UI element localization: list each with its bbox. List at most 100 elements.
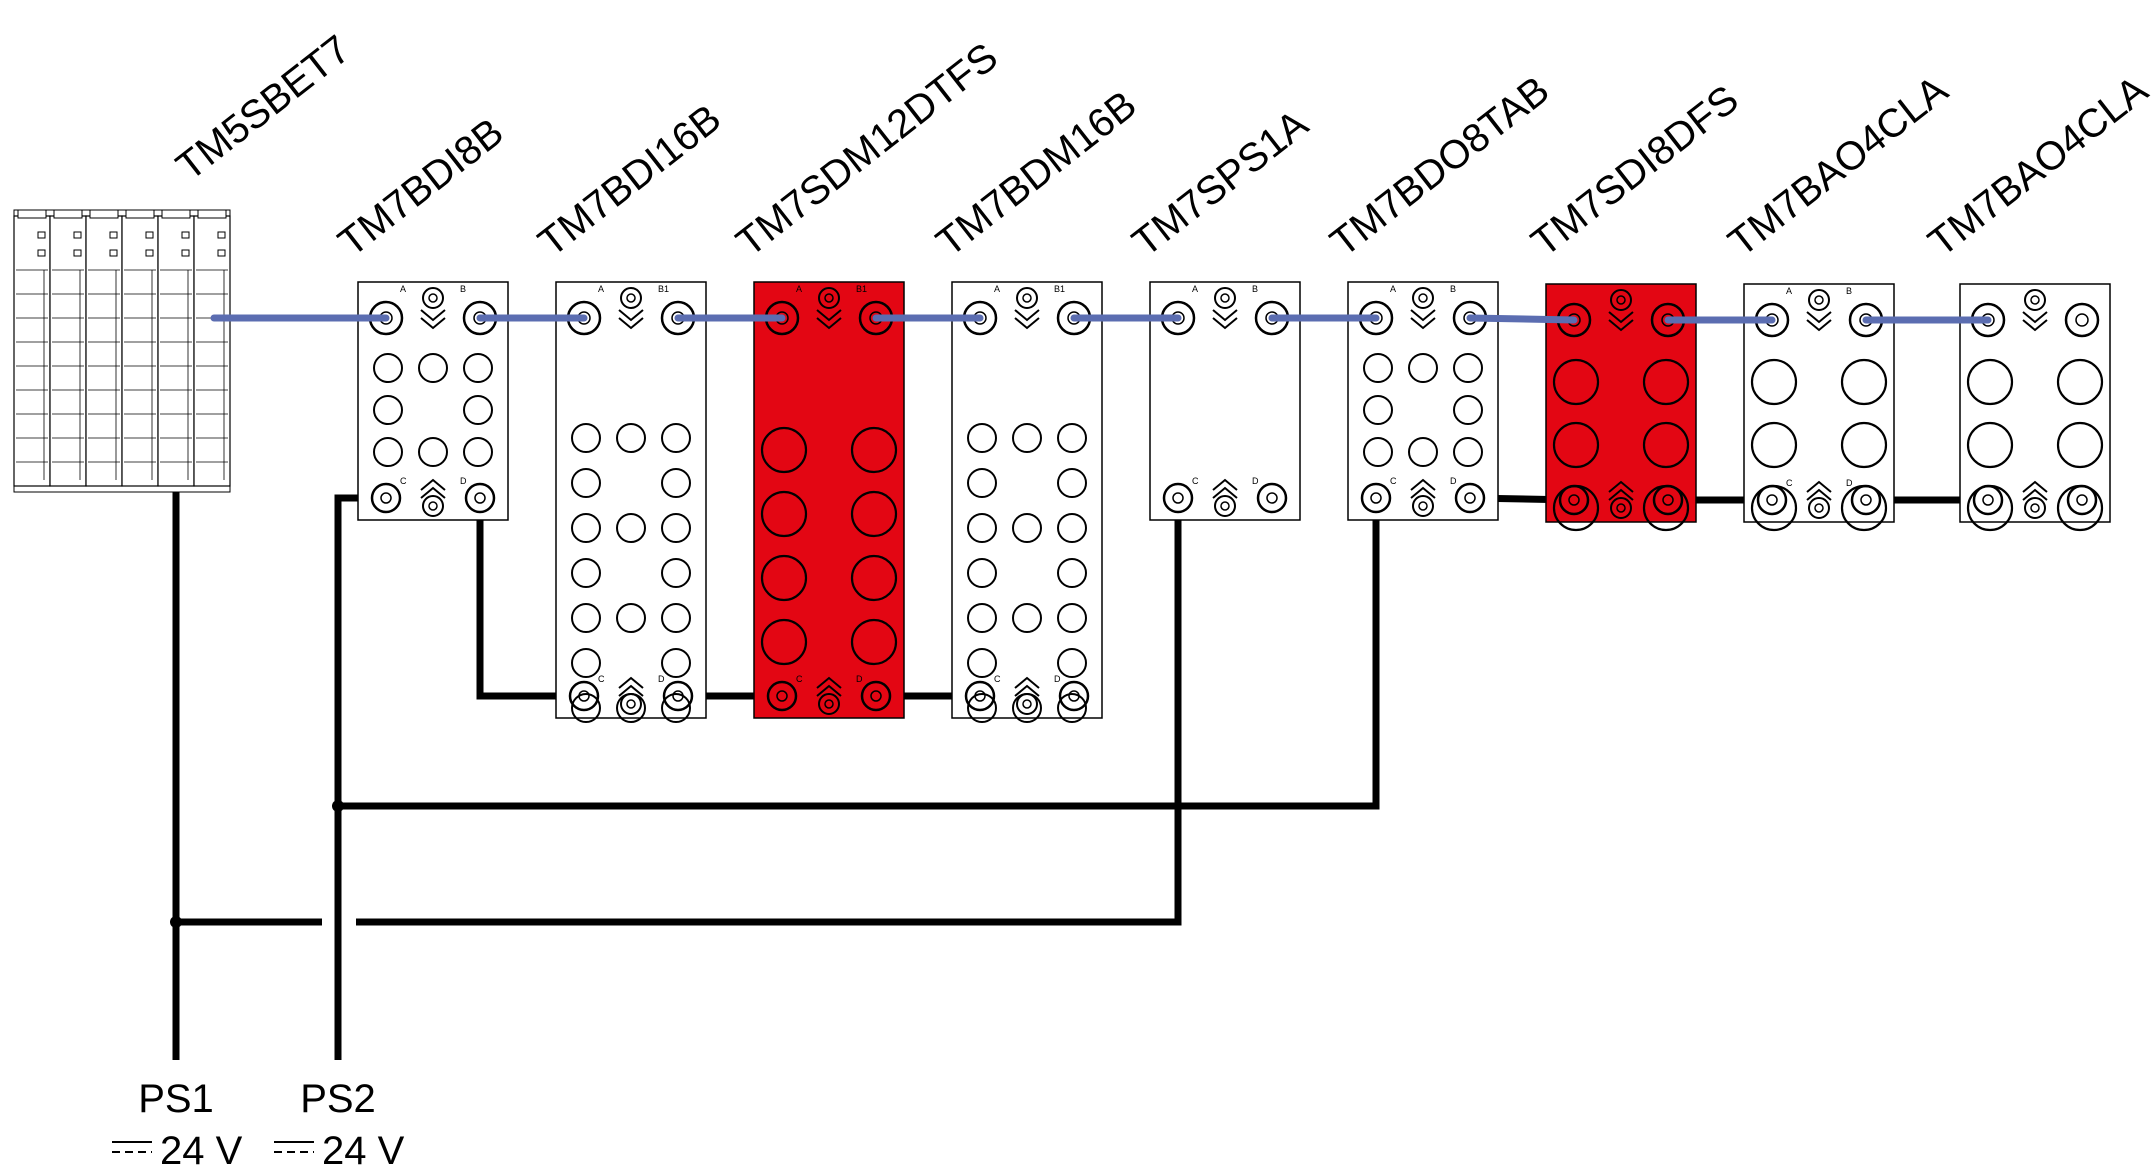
terminal-socket [2056,358,2104,406]
port-letter: D [856,674,863,684]
terminal-socket [463,437,493,467]
terminal-socket [2056,421,2104,469]
terminal-socket [1057,513,1087,543]
chevron-icon [816,309,842,330]
mounting-hole-icon [1808,289,1830,311]
terminal-socket [463,395,493,425]
port-letter: C [796,674,803,684]
terminal-socket [661,513,691,543]
mounting-hole-icon [818,287,840,309]
terminal-socket [967,423,997,453]
bus-slice-clip [217,231,226,239]
power-socket-d [464,482,496,514]
bus-slice-cap [197,209,227,219]
mounting-hole-icon [2030,295,2040,305]
bus-slice-clip [181,231,190,239]
terminal-socket [1642,421,1690,469]
terminal-socket [1750,421,1798,469]
terminal-socket [418,437,448,467]
power-socket-pin [1860,494,1872,506]
power-socket-d [860,680,892,712]
power-socket-pin [1370,492,1382,504]
power-socket-d [1454,482,1486,514]
terminal-socket [1012,513,1042,543]
mounting-hole-icon [1418,293,1428,303]
port-letter: C [1786,478,1793,488]
power-cable [356,498,1182,926]
terminal-socket [373,437,403,467]
port-letter: B [1252,284,1258,294]
terminal-socket [661,603,691,633]
bus-socket-pin [2075,313,2089,327]
terminal-socket [850,426,898,474]
mounting-hole-icon [626,699,636,709]
terminal-socket [571,648,601,678]
chevron-icon [2022,480,2048,501]
mounting-hole-icon [1220,293,1230,303]
bus-slice-clip [109,249,118,257]
chevron-icon [1014,676,1040,697]
terminal-socket [616,693,646,723]
power-cable [338,498,1380,810]
port-letter: D [1450,476,1457,486]
terminal-socket [850,618,898,666]
terminal-socket [1840,484,1888,532]
bus-slice-clip [73,249,82,257]
terminal-socket [1363,395,1393,425]
port-letter: D [1846,478,1853,488]
power-cable [334,494,386,1060]
module-body [951,281,1103,719]
port-letter: A [1786,286,1792,296]
mounting-hole-icon [1814,295,1824,305]
module-body [753,281,905,719]
mounting-hole-icon [1412,287,1434,309]
bus-socket-b [2064,302,2100,338]
terminal-socket [967,693,997,723]
terminal-socket [418,353,448,383]
module-10 [1959,283,2111,532]
terminal-socket [1057,648,1087,678]
terminal-socket [2056,484,2104,532]
port-letter: B1 [856,284,867,294]
power-socket-c [370,482,402,514]
chevron-icon [2022,311,2048,332]
terminal-socket [760,618,808,666]
bus-cable [1466,314,1578,324]
terminal-socket [1966,484,2014,532]
terminal-socket [850,554,898,602]
mounting-hole-icon [1610,289,1632,311]
chevron-icon [420,478,446,499]
terminal-socket [616,423,646,453]
port-letter: D [460,476,467,486]
module-body [555,281,707,719]
terminal-socket [373,353,403,383]
mounting-hole-icon [2024,497,2046,519]
terminal-socket [463,353,493,383]
terminal-socket [1057,693,1087,723]
terminal-socket [1363,437,1393,467]
port-letter: B [460,284,466,294]
bus-slice-clip [37,231,46,239]
terminal-socket [967,558,997,588]
mounting-hole-icon [620,287,642,309]
mounting-hole-icon [1616,295,1626,305]
terminal-socket [1057,423,1087,453]
terminal-socket [967,513,997,543]
chevron-icon [1806,311,1832,332]
mounting-hole-icon [824,293,834,303]
terminal-socket [1363,353,1393,383]
module-label: TM7BAO4CLA [1920,67,2154,265]
terminal-socket [661,648,691,678]
terminal-socket [967,648,997,678]
chevron-icon [1410,309,1436,330]
terminal-socket [571,468,601,498]
power-socket-pin [776,690,788,702]
chevron-icon [618,676,644,697]
mounting-hole-icon [1022,293,1032,303]
power-cable [476,498,584,700]
terminal-socket [1840,358,1888,406]
port-letter: C [400,476,407,486]
port-letter: C [1390,476,1397,486]
